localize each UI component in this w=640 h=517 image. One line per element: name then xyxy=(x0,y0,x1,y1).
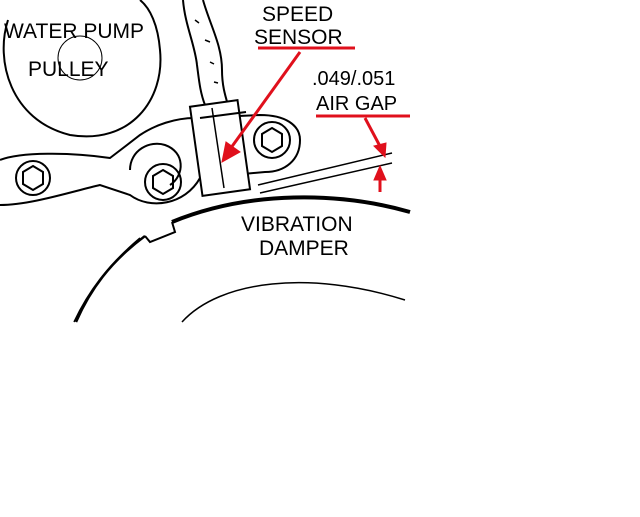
mounting-bracket xyxy=(0,113,302,206)
arrow-icon xyxy=(373,164,387,181)
arrow-icon xyxy=(373,142,387,159)
bolt-icon xyxy=(15,160,51,196)
speed-sensor xyxy=(188,98,252,198)
air-gap-lines xyxy=(257,152,393,194)
arrow-icon xyxy=(221,141,241,163)
air-gap-label-line2: AIR GAP xyxy=(316,93,398,115)
vibration-damper xyxy=(73,195,411,323)
air-gap-label-line1: .049/.051 xyxy=(312,68,396,90)
vibration-damper-label-line2: DAMPER xyxy=(259,237,349,260)
water-pump-label-line1: WATER PUMP xyxy=(4,20,144,43)
bolt-icon xyxy=(144,163,182,201)
wiring-harness xyxy=(182,0,229,106)
water-pump-label-line2: PULLEY xyxy=(28,58,109,81)
speed-sensor-label-line1: SPEED xyxy=(262,3,334,26)
speed-sensor-arrow xyxy=(221,46,355,163)
vibration-damper-label-line1: VIBRATION xyxy=(241,213,353,236)
water-pump-pulley xyxy=(2,0,162,138)
bolt-icon xyxy=(253,121,291,159)
air-gap-arrow xyxy=(316,114,410,192)
speed-sensor-label-line2: SENSOR xyxy=(254,26,343,49)
